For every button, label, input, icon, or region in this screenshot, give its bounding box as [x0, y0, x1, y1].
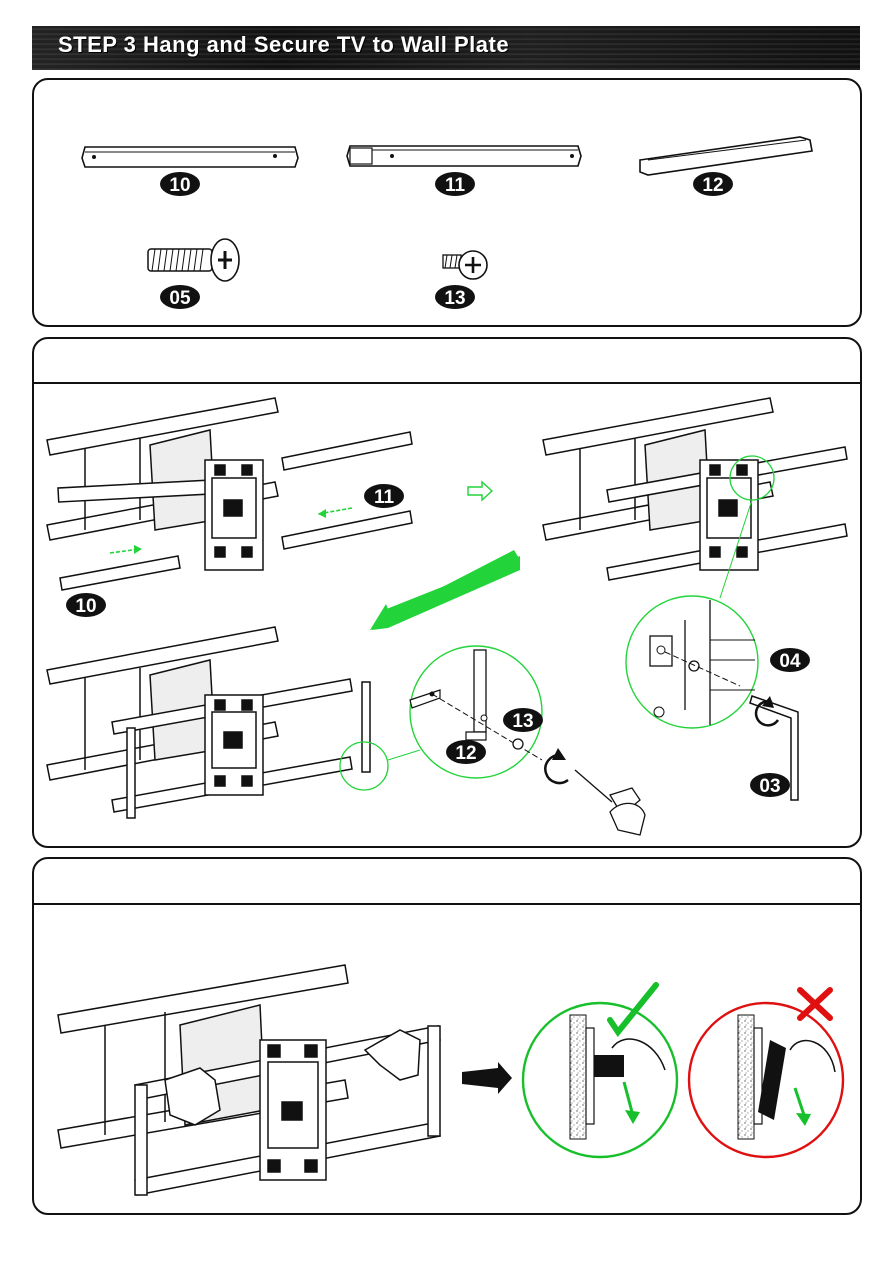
- next-step-arrow-icon: [467, 480, 494, 502]
- parts-panel: [32, 78, 862, 327]
- part-13-number: 13: [444, 288, 465, 309]
- wrong-example: [687, 1001, 845, 1159]
- part-10-rail: [81, 146, 299, 168]
- detail-circle-04: [625, 595, 759, 729]
- label-03-badge: 03: [750, 773, 790, 797]
- rotate-arrow-icon-2: [544, 753, 569, 785]
- detail-leader-1: [719, 499, 753, 599]
- rotate-arrow-icon-1: [754, 700, 780, 727]
- detail-circle-12-13: [409, 645, 543, 779]
- mount-illustration-3: [46, 626, 371, 819]
- detail-circle-small-2: [339, 741, 389, 791]
- svg-text:04: 04: [779, 651, 801, 672]
- part-13-screw: [442, 250, 488, 280]
- allen-key-03: [749, 695, 799, 801]
- correct-example: [521, 1001, 679, 1159]
- right-arrow-icon: [462, 1062, 512, 1094]
- label-11-badge: 11: [364, 484, 404, 508]
- part-12-cap: [639, 136, 813, 176]
- part-12-badge: 12: [693, 172, 733, 196]
- step-header: STEP 3 Hang and Secure TV to Wall Plate: [32, 26, 860, 70]
- part-05-badge: 05: [160, 285, 200, 309]
- svg-text:03: 03: [759, 776, 780, 797]
- part-11-badge: 11: [435, 172, 475, 196]
- step-title: STEP 3 Hang and Secure TV to Wall Plate: [58, 32, 510, 57]
- svg-text:11: 11: [374, 487, 395, 508]
- label-10-badge: 10: [66, 593, 106, 617]
- svg-text:12: 12: [455, 743, 476, 764]
- part-11-rail: [346, 145, 582, 167]
- part-05-number: 05: [169, 288, 191, 309]
- mount-illustration-2: [542, 397, 848, 581]
- label-13-badge: 13: [503, 708, 543, 732]
- x-mark-icon: [797, 987, 833, 1021]
- mount-illustration-1: [46, 397, 413, 591]
- svg-text:13: 13: [512, 711, 533, 732]
- part-11-number: 11: [445, 175, 466, 196]
- part-10-number: 10: [169, 175, 190, 196]
- screwdriver-hand-illustration: [574, 769, 646, 836]
- label-04-badge: 04: [770, 648, 810, 672]
- part-13-badge: 13: [435, 285, 475, 309]
- svg-text:10: 10: [75, 596, 96, 617]
- part-10-badge: 10: [160, 172, 200, 196]
- insert-arrow-head-2: [134, 545, 142, 554]
- check-icon: [607, 982, 659, 1038]
- insert-arrow-head-1: [318, 509, 326, 518]
- detail-leader-2: [387, 749, 421, 761]
- part-05-bolt: [147, 238, 240, 282]
- label-12-badge: 12: [446, 740, 486, 764]
- big-green-arrow-body: [372, 556, 520, 630]
- part-12-number: 12: [702, 175, 723, 196]
- mount-illustration-4: [57, 964, 441, 1196]
